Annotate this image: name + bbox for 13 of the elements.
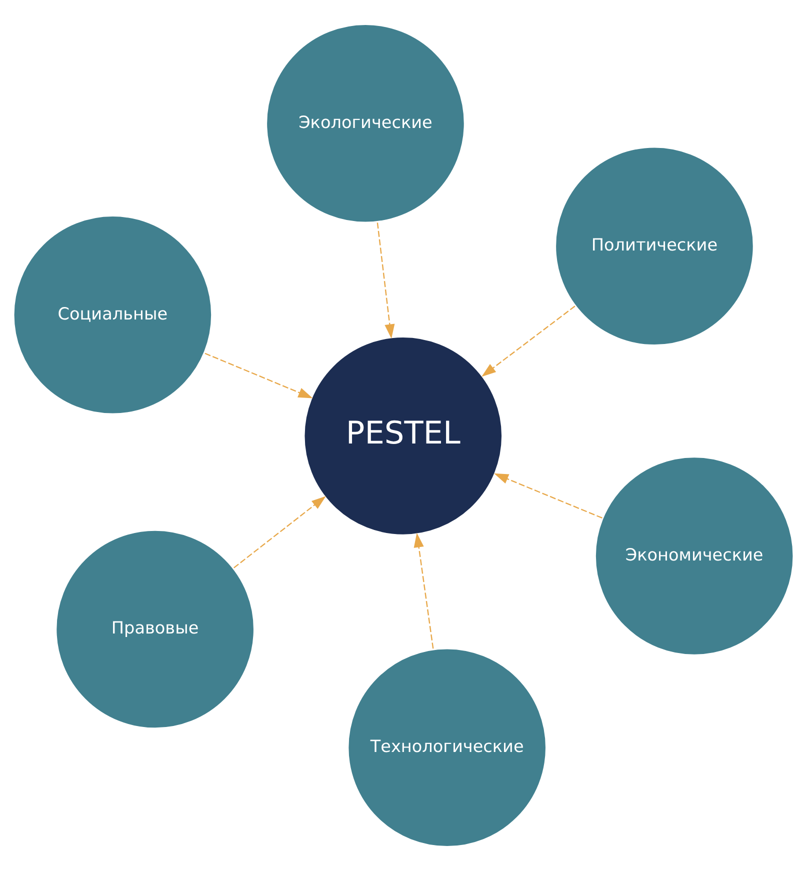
arrow	[414, 532, 434, 648]
node-circle: Социальные	[12, 214, 214, 416]
arrow	[376, 222, 395, 338]
node-circle: Технологические	[346, 646, 548, 848]
node-circle: Политические	[554, 144, 756, 346]
node-circle: Правовые	[54, 528, 256, 730]
arrow	[482, 305, 576, 376]
node-circle: Экологические	[264, 22, 466, 224]
node-circle: Экономические	[594, 454, 796, 656]
node-circle: PESTEL	[302, 334, 504, 536]
arrow	[494, 472, 602, 518]
arrow	[204, 352, 313, 398]
arrow	[234, 496, 326, 568]
